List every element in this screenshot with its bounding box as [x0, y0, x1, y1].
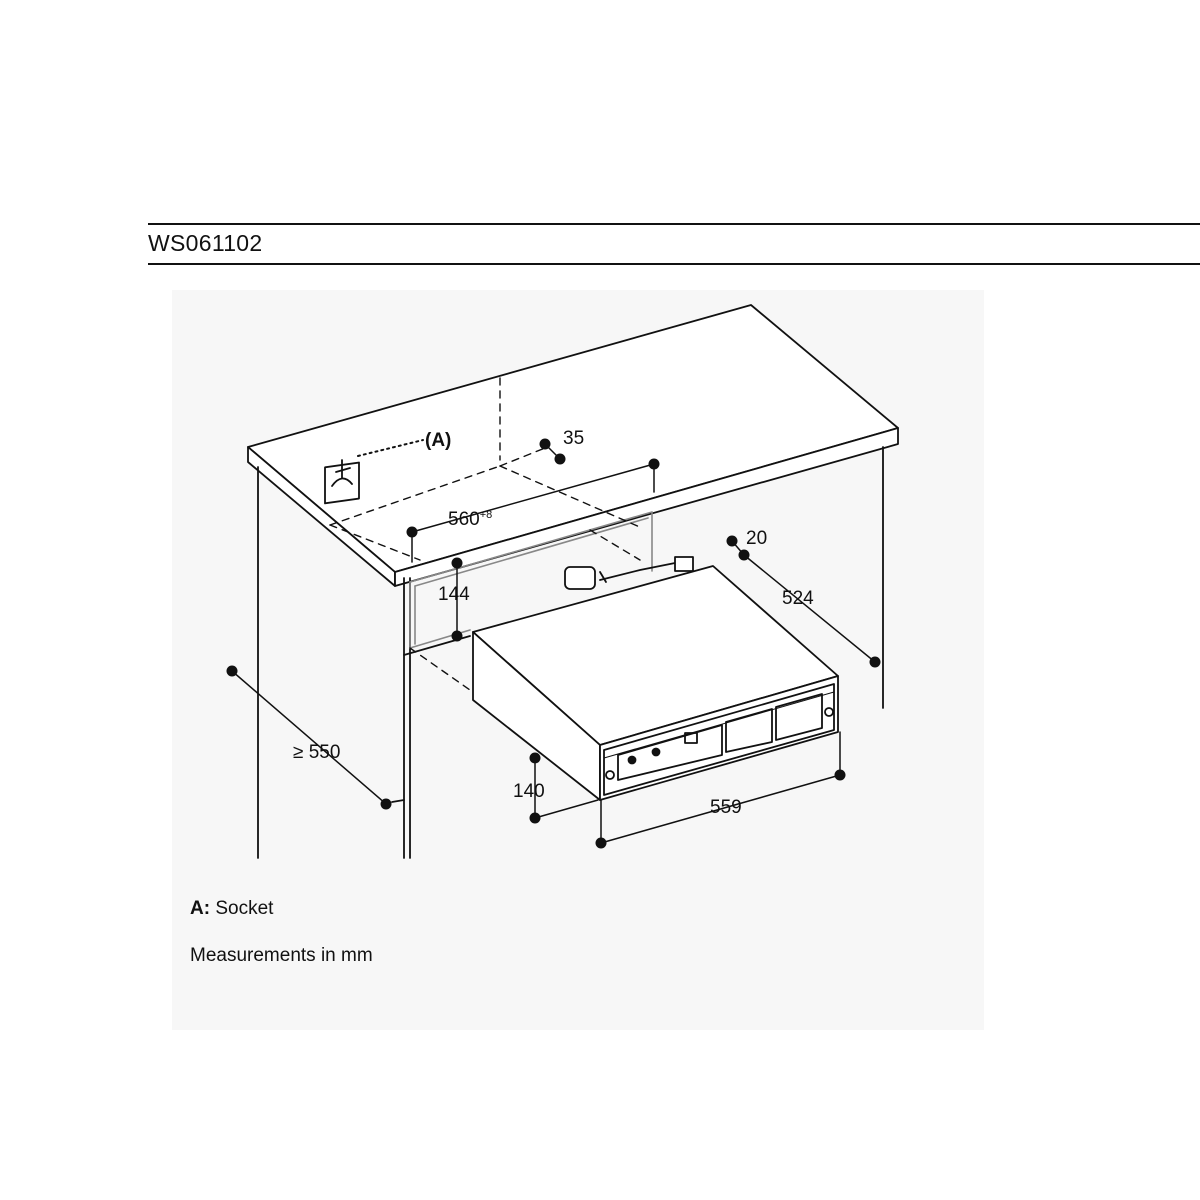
dot-550-bottom — [380, 798, 392, 810]
dim-550-label: ≥ 550 — [293, 742, 340, 763]
dot-140-top — [529, 752, 541, 764]
dim-20-label: 20 — [746, 528, 767, 549]
dot-35-bottom — [554, 453, 566, 465]
appliance — [472, 565, 839, 801]
legend-socket-key: A: — [190, 898, 211, 919]
legend-socket: A: Socket — [190, 898, 273, 920]
dot-560-left — [406, 526, 418, 538]
header-rule-top — [148, 223, 1200, 225]
dim-140-label: 140 — [513, 781, 545, 802]
socket-symbol — [324, 459, 360, 505]
dim-144-label: 144 — [438, 584, 470, 605]
legend-units: Measurements in mm — [190, 945, 373, 966]
dot-559-left — [595, 837, 607, 849]
dimension-dots — [226, 438, 881, 849]
dim-560-tolerance: +8 — [480, 509, 493, 521]
dot-20-bottom — [738, 549, 750, 561]
dim-35-label: 35 — [563, 428, 584, 449]
niche-opening — [409, 511, 653, 649]
dot-524-end — [869, 656, 881, 668]
dimension-lines — [231, 443, 876, 844]
worktop — [247, 304, 899, 587]
dim-524-label: 524 — [782, 588, 814, 609]
dot-20-top — [726, 535, 738, 547]
callout-leader — [357, 439, 424, 457]
dot-144-bottom — [451, 630, 463, 642]
dot-560-right — [648, 458, 660, 470]
dim-559-label: 559 — [710, 797, 742, 818]
header-rule-bottom — [148, 263, 1200, 265]
hidden-lines — [329, 377, 643, 691]
dot-550-top — [226, 665, 238, 677]
dot-140-bottom — [529, 812, 541, 824]
dim-560-value: 560 — [448, 509, 480, 530]
legend-socket-text: Socket — [210, 898, 274, 919]
dot-144-top — [451, 557, 463, 569]
power-cable — [564, 556, 694, 590]
dot-35-top — [539, 438, 551, 450]
dot-559-right — [834, 769, 846, 781]
model-number: WS061102 — [148, 230, 263, 256]
dim-560-label: 560+8 — [448, 509, 492, 530]
callout-a-label: (A) — [425, 430, 451, 451]
